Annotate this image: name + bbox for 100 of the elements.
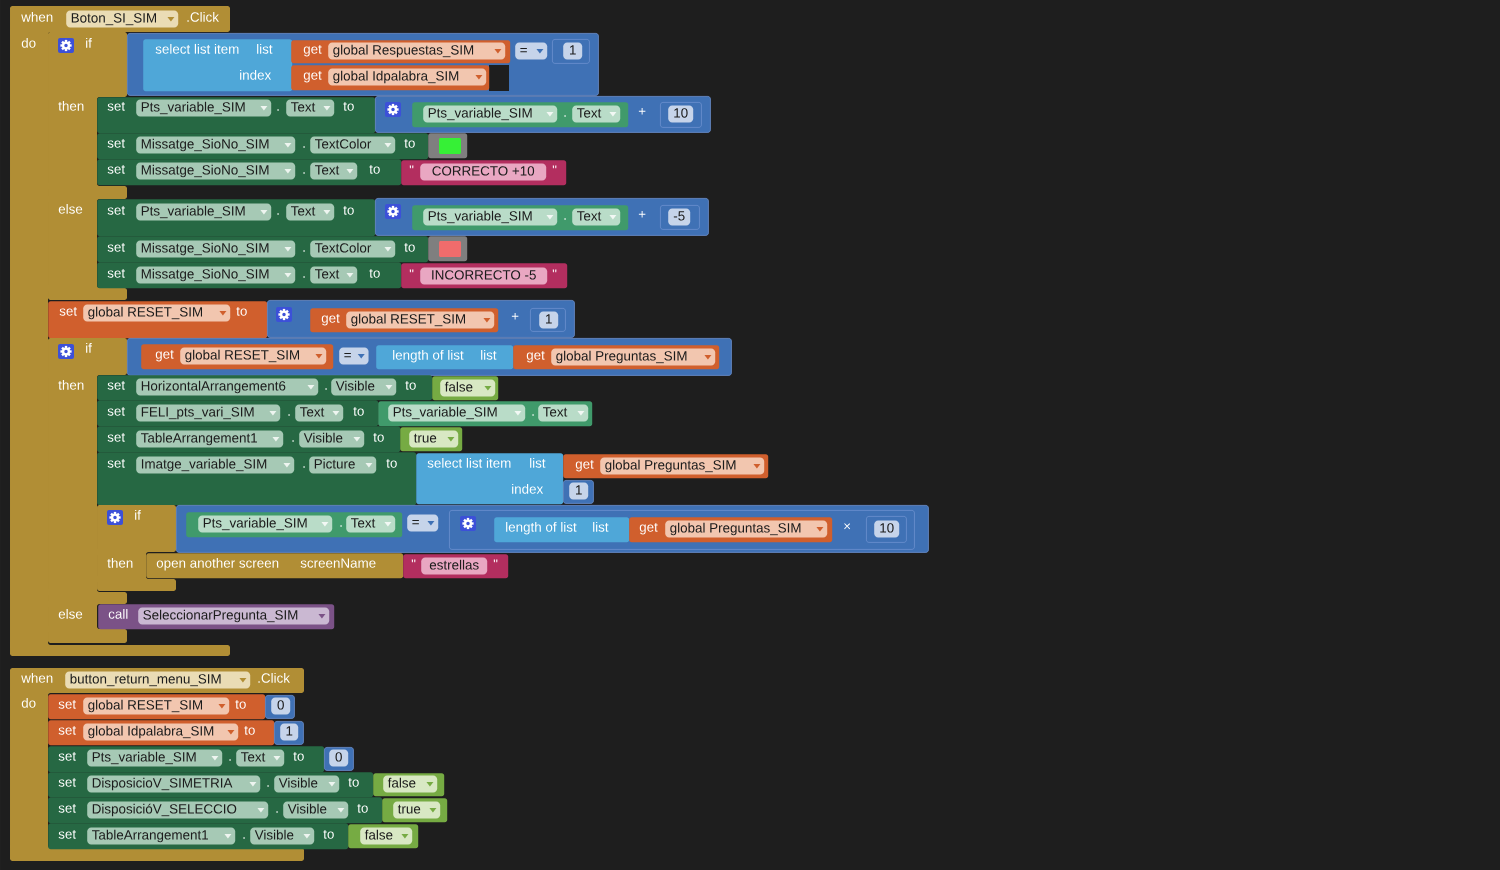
- dropdown-field: Text: [310, 266, 358, 284]
- setter-block: [97, 199, 376, 237]
- dropdown-field: Pts_variable_SIM: [136, 99, 272, 117]
- number-block: [660, 205, 700, 230]
- block-label: index: [512, 483, 544, 494]
- number-field: 10: [668, 105, 694, 123]
- call-block: [98, 604, 335, 630]
- block-label: .: [325, 388, 327, 390]
- getter-block: [310, 308, 499, 333]
- setter-block: [97, 375, 433, 401]
- getter-block: [412, 205, 629, 231]
- setter-block: [97, 426, 401, 453]
- setter-block: [97, 133, 429, 160]
- number-field: 1: [280, 723, 299, 741]
- block-label: .: [532, 414, 534, 416]
- dropdown-field: Text: [572, 208, 621, 226]
- block-label: to: [343, 206, 354, 215]
- dropdown-field: Text: [538, 404, 589, 422]
- block-label: set: [107, 269, 125, 278]
- block-label: get: [155, 350, 174, 362]
- block-label: do: [21, 37, 36, 48]
- block-label: get: [639, 523, 658, 535]
- dropdown-field: global Preguntas_SIM: [600, 457, 765, 475]
- block-label: .: [303, 146, 305, 148]
- block-label: .: [267, 785, 269, 787]
- block-label: .: [303, 466, 305, 468]
- number-field: 1: [539, 311, 559, 329]
- block-label: .: [564, 218, 566, 220]
- block-label: if: [135, 509, 141, 520]
- block-label: ": [552, 165, 557, 169]
- command-block: [146, 553, 404, 579]
- block-label: to: [386, 459, 397, 468]
- list-block: [416, 453, 564, 505]
- dropdown-field: TableArrangement1: [136, 430, 284, 448]
- dropdown-field: Pts_variable_SIM: [87, 749, 223, 767]
- block-label: .Click: [258, 672, 290, 683]
- block-label: .: [292, 440, 294, 442]
- text-field: estrellas: [421, 557, 488, 575]
- dropdown-field: Pts_variable_SIM: [198, 515, 333, 533]
- dropdown-field: Visible: [250, 827, 315, 845]
- block-label: to: [323, 830, 334, 839]
- setter-block: [97, 97, 376, 134]
- block-label: set: [58, 752, 76, 761]
- setter-block: [48, 694, 266, 720]
- block-label: set: [107, 206, 125, 215]
- block-label: set: [107, 381, 125, 390]
- number-block: [274, 721, 304, 745]
- block-label: to: [404, 139, 415, 148]
- block-label: to: [236, 307, 247, 316]
- number-field: 10: [874, 520, 900, 538]
- getter-block: [412, 102, 629, 128]
- getter-block: [141, 344, 334, 370]
- setter-block: [48, 772, 374, 798]
- dropdown-field: global RESET_SIM: [83, 304, 231, 322]
- block-label: select list item: [155, 43, 239, 54]
- block-label: .: [564, 115, 566, 117]
- boolean-block: [373, 773, 445, 797]
- block-label: +: [638, 107, 646, 115]
- block-label: set: [107, 459, 125, 468]
- dropdown-field: false: [360, 827, 413, 845]
- block-label: if: [86, 342, 92, 353]
- block-label: .: [243, 837, 245, 839]
- dropdown-field: Missatge_SioNo_SIM: [136, 162, 296, 180]
- block-label: to: [235, 700, 246, 709]
- text-field: INCORRECTO -5: [420, 267, 548, 285]
- number-field: 1: [563, 42, 583, 60]
- block-label: set: [58, 778, 76, 787]
- dropdown-field: Pts_variable_SIM: [136, 203, 272, 221]
- list-block: [143, 39, 293, 92]
- dropdown-field: Picture: [309, 456, 377, 474]
- block-label: to: [293, 752, 304, 761]
- block-label: length of list: [506, 521, 577, 535]
- block-label: set: [59, 307, 77, 316]
- block-label: .: [303, 276, 305, 278]
- block-label: .Click: [187, 11, 219, 22]
- dropdown-field: Visible: [283, 801, 349, 819]
- text-field: CORRECTO +10: [420, 163, 547, 181]
- boolean-block: [400, 427, 463, 452]
- block-label: to: [357, 804, 368, 813]
- number-block: [660, 102, 702, 128]
- block-label: get: [526, 351, 545, 363]
- getter-block: [629, 517, 833, 543]
- block-label: set: [107, 165, 125, 174]
- block-label: set: [107, 433, 125, 442]
- getter-block: [291, 40, 511, 64]
- list-block: [494, 517, 630, 543]
- dropdown-field: Missatge_SioNo_SIM: [136, 136, 296, 154]
- block-label: .: [276, 811, 278, 813]
- dropdown-field: Text: [346, 515, 396, 533]
- block-label: .: [340, 525, 342, 527]
- dropdown-field: Boton_SI_SIM: [66, 10, 179, 28]
- color-block: [428, 133, 468, 159]
- block-label: then: [58, 379, 84, 390]
- block-label: else: [58, 203, 83, 214]
- dropdown-field: Pts_variable_SIM: [423, 105, 558, 123]
- block-label: to: [373, 433, 384, 442]
- block-label: length of list: [393, 349, 464, 363]
- number-field: 1: [569, 482, 589, 500]
- block-label: get: [303, 71, 322, 83]
- boolean-block: [348, 824, 419, 849]
